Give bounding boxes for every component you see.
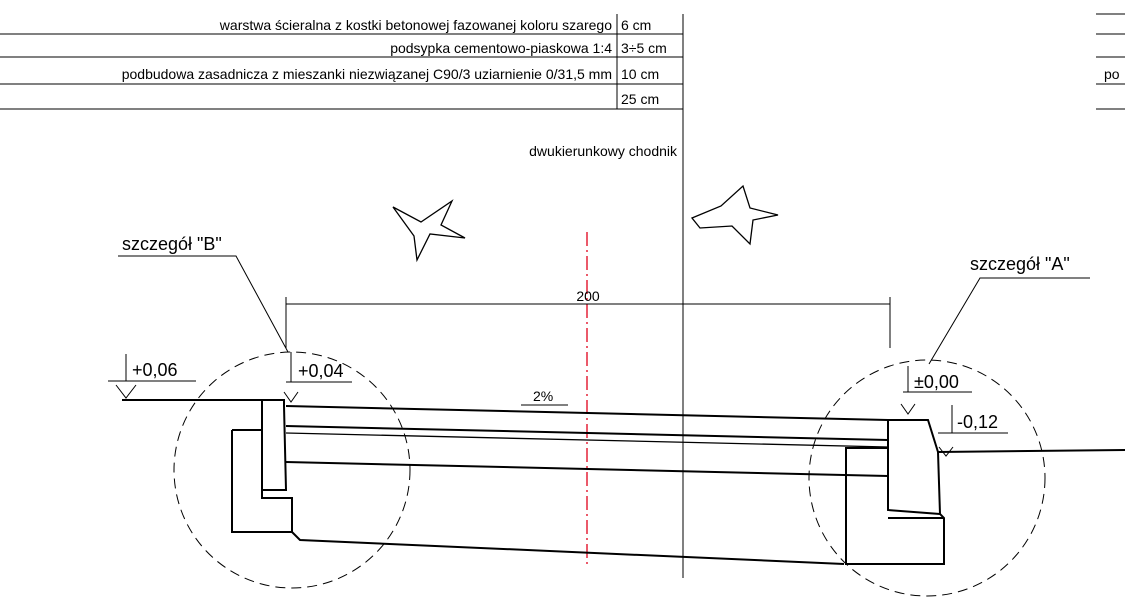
table-fragment-text: po: [1104, 66, 1120, 82]
right-curb-inner: [887, 448, 941, 515]
pavement-base-bottom: [291, 531, 845, 565]
layer-description: podbudowa zasadnicza z mieszanki niezwią…: [122, 66, 612, 82]
layers-table: warstwa ścieralna z kostki betonowej faz…: [0, 13, 1125, 578]
layer-thickness: 6 cm: [621, 17, 651, 33]
right-terrain-line: [937, 449, 1125, 453]
layer-thickness: 10 cm: [621, 66, 659, 82]
layer-thickness-total: 25 cm: [621, 91, 659, 107]
left-curb: [261, 399, 288, 491]
detail-a-circle: [808, 359, 1046, 597]
detail-b-circle: [173, 351, 411, 589]
pavement-layer-line: [285, 425, 889, 441]
level-value: ±0,00: [914, 372, 959, 392]
detail-b-leader: [118, 255, 289, 353]
layer-description: podsypka cementowo-piaskowa 1:4: [390, 40, 612, 56]
detail-a-label: szczegół "A": [970, 254, 1070, 274]
dimension-value: 200: [576, 288, 600, 304]
layer-description: warstwa ścieralna z kostki betonowej faz…: [219, 17, 612, 33]
left-curb-bedding: [231, 429, 293, 533]
level-value: -0,12: [957, 412, 998, 432]
section-title: dwukierunkowy chodnik: [529, 143, 678, 159]
pavement-surface: [285, 405, 889, 421]
direction-arrow-down-icon: [392, 199, 466, 263]
right-curb-outline: [845, 419, 945, 565]
level-marker-right-pavement: [900, 366, 972, 415]
dimension-line: [285, 297, 891, 348]
level-marker-right-outer: [938, 405, 1008, 457]
detail-b-label: szczegół "B": [122, 234, 222, 254]
level-value: +0,06: [132, 360, 178, 380]
level-value: +0,04: [298, 361, 344, 381]
level-marker-left-curb: [283, 352, 352, 403]
slope-label: 2%: [533, 388, 553, 404]
pavement-layer-line: [285, 461, 889, 477]
pavement-layer-line: [285, 432, 889, 448]
detail-a-leader: [928, 277, 1090, 365]
level-marker-left-outer: [108, 354, 196, 399]
pavement-cross-section: [122, 399, 1125, 565]
layer-thickness: 3÷5 cm: [621, 40, 667, 56]
direction-arrow-up-icon: [690, 184, 779, 246]
